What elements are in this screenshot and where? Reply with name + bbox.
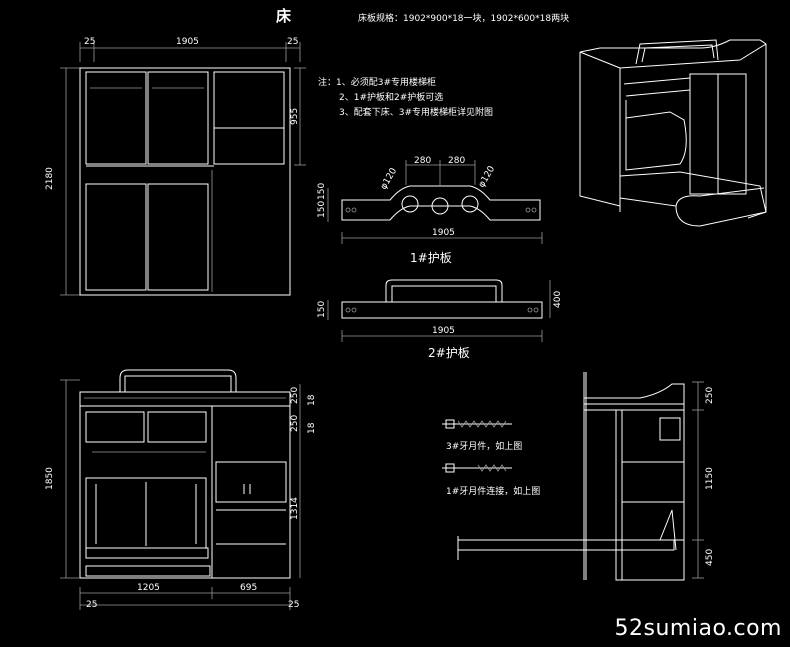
iso-top-outline (579, 39, 767, 219)
hole-center (431, 197, 449, 215)
iso-lower-bed-edge (675, 187, 765, 207)
note-3: 3、配套下床、3#专用楼梯柜详见附图 (339, 106, 493, 118)
side-lower-bed-back (659, 509, 677, 551)
side-stair-cabinet (615, 409, 685, 581)
top-view-frame (79, 67, 291, 296)
bolt-1-head (445, 419, 455, 429)
panel-2-rail (385, 279, 503, 302)
dim-front-w-right: 695 (240, 583, 257, 593)
panel-2-board (341, 301, 543, 319)
isometric-view (579, 39, 767, 227)
screw-hole (533, 307, 539, 313)
front-frame (79, 405, 291, 579)
lower-door-1 (85, 183, 147, 291)
panel-1-drawing: 280 280 φ120 φ120 150 150 1905 1#护板 (317, 156, 543, 265)
screw-hole (351, 207, 357, 213)
panel-2-label: 2#护板 (428, 346, 470, 360)
side-lower-bed (457, 539, 675, 551)
upper-cabinet (213, 71, 285, 165)
screw-hole (345, 307, 351, 313)
bolt-1-label: 3#牙月件，如上图 (446, 440, 522, 452)
front-rail (119, 369, 237, 392)
drawing-title: 床 (276, 7, 292, 25)
dim-side-r2: 1150 (705, 467, 715, 490)
dim-front-m-left: 25 (86, 600, 97, 610)
dim-p2-h2: 150 (317, 301, 327, 318)
iso-shelf (625, 89, 691, 97)
dim-margin-left: 25 (84, 37, 95, 47)
cabinet-door (215, 461, 287, 503)
dim-gap-a: 280 (414, 156, 431, 166)
dim-p2-width: 1905 (432, 326, 455, 336)
hardware-details: 3#牙月件，如上图 1#牙月件连接，如上图 (442, 419, 540, 497)
dim-top-width: 1905 (176, 37, 199, 47)
hole-left (401, 195, 419, 213)
note-1: 注：1、必须配3#专用楼梯柜 (318, 76, 436, 88)
note-2: 2、1#护板和2#护板可选 (339, 91, 443, 103)
bolt-1-thread (457, 420, 507, 428)
hole-label-a: φ120 (379, 166, 399, 191)
bolt-2-thread (477, 464, 507, 472)
side-view: 250 1150 450 (457, 372, 715, 581)
dim-front-w-left: 1205 (137, 583, 160, 593)
screw-hole (531, 207, 537, 213)
iso-lower-bed (619, 171, 767, 227)
upper-door-1 (85, 71, 147, 165)
iso-shelf (623, 77, 691, 85)
dim-front-r3: 250 (290, 415, 300, 432)
dim-front-r1: 250 (290, 387, 300, 404)
panel-1-label: 1#护板 (410, 251, 452, 265)
upper-door-2 (147, 71, 209, 165)
dim-front-r5: 1314 (290, 497, 300, 520)
screw-hole (351, 307, 357, 313)
dim-margin-right: 25 (287, 37, 298, 47)
dim-p1-h: 150 (317, 183, 327, 200)
panel-2-rail-inner (391, 285, 497, 302)
front-view: 1850 250 18 250 18 1314 1205 695 25 25 (45, 369, 317, 610)
watermark: 52sumiao.com (614, 616, 782, 641)
front-drawer-1 (85, 411, 145, 443)
iso-rail (635, 39, 719, 65)
screw-hole (527, 307, 533, 313)
dim-p2-height: 400 (553, 291, 563, 308)
hole-right (461, 195, 479, 213)
screw-hole (525, 207, 531, 213)
lower-door-2 (147, 183, 209, 291)
dim-left-height: 2180 (45, 167, 55, 190)
iso-left-panel (579, 51, 621, 207)
bolt-2-label: 1#牙月件连接，如上图 (446, 485, 540, 497)
lower-bed-foot (85, 565, 211, 577)
dim-side-r1: 250 (705, 387, 715, 404)
iso-lower-seat (625, 100, 687, 171)
dim-front-r4: 18 (307, 422, 317, 434)
dim-gap-b: 280 (448, 156, 465, 166)
side-top-outline (583, 383, 685, 410)
dim-front-r2: 18 (307, 394, 317, 406)
lower-bed-base (85, 547, 209, 559)
dim-front-m-right: 25 (288, 600, 299, 610)
front-drawer-2 (147, 411, 207, 443)
iso-rail-inner (641, 44, 715, 63)
panel-1-outline (341, 185, 541, 221)
dim-side-r3: 450 (705, 549, 715, 566)
top-view: 25 1905 25 2180 955 (45, 37, 306, 296)
front-top-board (79, 391, 291, 407)
notes-block: 注：1、必须配3#专用楼梯柜 2、1#护板和2#护板可选 3、配套下床、3#专用… (318, 76, 493, 118)
hole-label-b: φ120 (477, 164, 497, 189)
panel-2-drawing: 400 150 1905 2#护板 (317, 279, 563, 360)
dim-upper-height: 955 (290, 108, 300, 125)
dim-front-height: 1850 (45, 467, 55, 490)
screw-hole (345, 207, 351, 213)
dim-p1-h2: 150 (317, 201, 327, 218)
front-rail-inner (124, 375, 232, 392)
side-small-box (659, 417, 681, 441)
board-spec: 床板规格：1902*900*18一块，1902*600*18两块 (358, 12, 569, 24)
bolt-2-head (445, 463, 455, 473)
dim-p1-width: 1905 (432, 228, 455, 238)
iso-top-edge (619, 43, 767, 69)
